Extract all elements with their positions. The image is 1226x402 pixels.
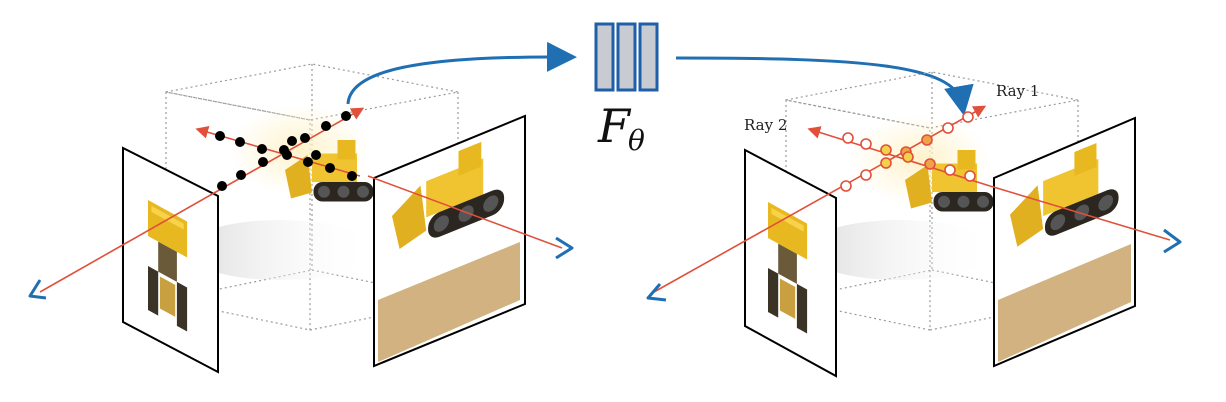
left-camera-icons xyxy=(28,236,574,300)
left-image-plane xyxy=(122,146,219,374)
right-scene-object xyxy=(805,115,995,280)
network-label-subscript: θ xyxy=(628,124,645,157)
left-sample-points xyxy=(215,111,357,191)
network-layer-2 xyxy=(616,22,637,92)
right-camera-icons xyxy=(646,228,1182,302)
ray-1-label: Ray 1 xyxy=(996,82,1039,100)
right-panel: Ray 1 Ray 2 xyxy=(646,71,1182,378)
left-right-image-plane xyxy=(373,114,526,368)
right-query-points xyxy=(840,111,976,192)
right-right-image-plane xyxy=(993,116,1136,368)
right-left-image-plane xyxy=(744,148,837,378)
ray-2-label: Ray 2 xyxy=(744,116,787,134)
network-to-right-arrow xyxy=(675,56,974,116)
network-layer-3 xyxy=(638,22,659,92)
left-panel xyxy=(28,41,577,374)
network-layer-1 xyxy=(594,22,615,92)
left-to-network-arrow xyxy=(346,41,577,105)
left-scene-object xyxy=(185,105,375,280)
network-block: F θ xyxy=(594,22,659,157)
network-label: F xyxy=(597,99,632,153)
